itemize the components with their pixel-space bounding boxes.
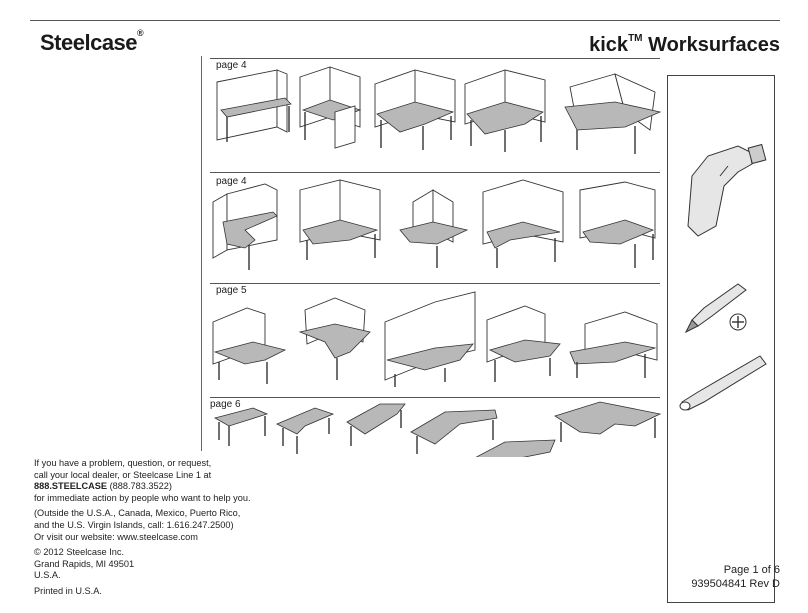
- section-rule-4: [210, 397, 660, 398]
- contact-line: call your local dealer, or Steelcase Lin…: [34, 469, 212, 480]
- registered-mark: ®: [137, 28, 144, 38]
- section-rule-1: [210, 58, 660, 59]
- worksurface-u-illustration: [554, 401, 662, 442]
- drill-icon: [687, 143, 767, 237]
- workstation-corner-peninsula-illustration: [482, 179, 564, 268]
- section-rule-3: [210, 283, 660, 284]
- worksurface-bow-illustration: [346, 403, 406, 446]
- document-number: 939504841 Rev D: [691, 578, 780, 590]
- workstation-illustrations: [212, 66, 662, 457]
- contact-info: If you have a problem, question, or requ…: [34, 458, 274, 602]
- worksurface-peninsula-illustration: [475, 439, 556, 457]
- workstation-peninsula-illustration: [212, 183, 278, 270]
- country: U.S.A.: [34, 570, 61, 581]
- phone-name: 888.STEELCASE: [34, 481, 108, 492]
- workstation-round-end-illustration: [298, 297, 371, 380]
- address-paragraph: © 2012 Steelcase Inc. Grand Rapids, MI 4…: [34, 547, 274, 582]
- worksurface-corner-illustration: [276, 407, 335, 454]
- tools-illustrations: [679, 143, 767, 411]
- website-line: Or visit our website: www.steelcase.com: [34, 531, 198, 542]
- workstation-bridge-illustration: [486, 305, 561, 382]
- international-line: (Outside the U.S.A., Canada, Mexico, Pue…: [34, 508, 241, 519]
- required-tools-panel: [667, 75, 775, 603]
- international-paragraph: (Outside the U.S.A., Canada, Mexico, Pue…: [34, 508, 274, 543]
- city: Grand Rapids, MI 49501: [34, 558, 135, 569]
- international-line: and the U.S. Virgin Islands, call: 1.616…: [34, 519, 234, 530]
- workstation-x-cluster-illustration: [399, 189, 469, 268]
- contact-paragraph: If you have a problem, question, or requ…: [34, 458, 274, 504]
- workstation-l-shape-illustration: [374, 69, 456, 150]
- product-name: kick: [589, 34, 629, 56]
- bit-holder-icon: [679, 355, 767, 411]
- workstation-u-shape-illustration: [464, 69, 546, 152]
- phillips-bit-icon: [684, 283, 747, 334]
- document-title: kickTM Worksurfaces: [589, 33, 780, 57]
- page-number: Page 1 of 6: [723, 564, 780, 576]
- workstation-double-illustration: [212, 307, 287, 384]
- printed-in: Printed in U.S.A.: [34, 585, 102, 596]
- phone-number: (888.783.3522): [107, 481, 172, 492]
- workstation-corner-l-illustration: [299, 179, 381, 260]
- workstation-return-illustration: [569, 311, 658, 378]
- workstation-corner-wide-illustration: [579, 181, 656, 268]
- page-info: Page 1 of 6 939504841 Rev D: [691, 563, 780, 591]
- workstation-cluster-illustration: [564, 73, 662, 154]
- page-ref-1: page 4: [216, 60, 247, 71]
- workstation-pedestal-illustration: [299, 66, 362, 149]
- page-ref-3: page 5: [216, 285, 247, 296]
- brand-name: Steelcase: [40, 30, 138, 55]
- printed-paragraph: Printed in U.S.A.: [34, 586, 274, 598]
- trademark-mark: TM: [628, 33, 643, 45]
- page-ref-2: page 4: [216, 176, 247, 187]
- title-suffix: Worksurfaces: [642, 34, 780, 56]
- page-ref-4: page 6: [210, 399, 241, 410]
- section-rule-2: [210, 172, 660, 173]
- contact-line: for immediate action by people who want …: [34, 492, 251, 503]
- header-rule: [30, 20, 780, 21]
- left-divider: [201, 56, 202, 451]
- worksurface-rectangle-illustration: [213, 407, 269, 446]
- brand-logo: Steelcase®: [40, 28, 144, 56]
- copyright: © 2012 Steelcase Inc.: [34, 547, 125, 558]
- workstation-long-run-illustration: [384, 291, 476, 387]
- contact-line: If you have a problem, question, or requ…: [34, 458, 212, 468]
- worksurface-l-curve-illustration: [410, 409, 498, 454]
- workstation-straight-illustration: [216, 69, 292, 142]
